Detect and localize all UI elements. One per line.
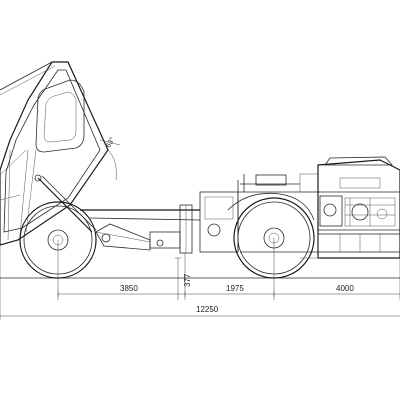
chassis <box>80 204 201 254</box>
dim-ground-clearance: 377 <box>183 273 192 287</box>
dim-overall-length: 12250 <box>196 305 219 314</box>
dim-rear-overhang: 4000 <box>336 284 354 293</box>
engine-compartment <box>317 156 400 259</box>
dimension-lines <box>0 238 400 320</box>
operator-cab <box>199 173 320 253</box>
hoist-cylinder <box>34 174 97 233</box>
dump-angle-label: 63° <box>104 136 116 149</box>
dump-body <box>0 61 109 246</box>
body-side-panel <box>35 79 85 153</box>
rear-fender <box>227 192 315 221</box>
dim-wheelbase: 1975 <box>226 284 244 293</box>
dim-front-overhang: 3850 <box>120 284 138 293</box>
